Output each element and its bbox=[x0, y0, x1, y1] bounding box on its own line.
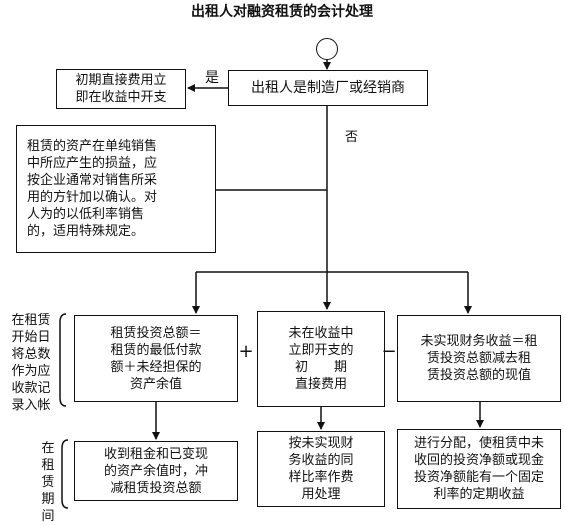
income-distribution-box: 进行分配，使租赁中未 收回的投资净额或现金 投资净额能有一个固定 利率的定期收益 bbox=[397, 429, 561, 509]
box-line: 务收益的同 bbox=[288, 453, 354, 468]
yes-label: 是 bbox=[205, 70, 219, 86]
minus-operator: − bbox=[381, 341, 397, 362]
investment-total-box: 租赁投资总额＝ 租赁的最低付款 额＋未经担保的 资产余值 bbox=[74, 315, 238, 402]
row-label-line: 在 bbox=[41, 441, 55, 456]
note-box: 租赁的资产在单纯销售 中所应产生的损益，应 按企业通常对销售所采 用的方针加以确… bbox=[16, 125, 216, 253]
row-label-line: 赁 bbox=[41, 475, 55, 490]
note-line: 人为的以低利率销售 bbox=[27, 207, 145, 222]
box-line: 资产余值 bbox=[129, 376, 182, 392]
box-line: 的资产余值时，冲 bbox=[103, 463, 208, 479]
box-line: 初 期 bbox=[294, 360, 347, 375]
box-line: 额＋未经担保的 bbox=[110, 359, 202, 375]
note-line: 用的方针加以确认。对 bbox=[27, 190, 158, 205]
note-line: 按企业通常对销售所采 bbox=[27, 173, 158, 188]
box-line: 直接费用 bbox=[294, 377, 347, 392]
bracket-start bbox=[59, 313, 67, 407]
box-line: 进行分配，使租赁中未 bbox=[413, 436, 544, 451]
row-label-line: 间 bbox=[41, 509, 55, 524]
plus-operator: + bbox=[238, 341, 254, 362]
box-line: 租赁投资总额＝ bbox=[110, 325, 202, 341]
box-line: 按未实现财 bbox=[288, 436, 354, 451]
no-label: 否 bbox=[345, 130, 359, 145]
row-label-period: 在 租 赁 期 间 bbox=[38, 440, 58, 525]
initial-cost-line: 初期直接费用立 bbox=[75, 73, 167, 88]
row-label-line: 期 bbox=[41, 492, 55, 507]
box-line: 利率的定期收益 bbox=[433, 487, 525, 502]
direct-cost-box: 未在收益中 立即开支的 初 期 直接费用 bbox=[257, 311, 385, 407]
bracket-period bbox=[61, 439, 69, 509]
box-line: 收回的投资净额或现金 bbox=[413, 453, 544, 468]
box-line: 赁投资总额减去租 bbox=[426, 351, 531, 366]
box-line: 未实现财务收益＝租 bbox=[420, 334, 538, 349]
initial-cost-box: 初期直接费用立 即在收益中开支 bbox=[56, 69, 186, 109]
row-label-line: 在租赁 bbox=[11, 313, 51, 328]
row-label-line: 开始日 bbox=[11, 330, 51, 345]
expense-allocation-box: 按未实现财 务收益的同 样比率作费 用处理 bbox=[257, 431, 385, 507]
note-line: 的，适用特殊规定。 bbox=[27, 224, 145, 239]
row-label-line: 将总数 bbox=[11, 347, 51, 362]
row-label-line: 作为应 bbox=[11, 364, 51, 379]
initial-cost-line: 即在收益中开支 bbox=[75, 90, 167, 105]
row-label-line: 录入帐 bbox=[11, 398, 51, 413]
box-line: 收到租金和已变现 bbox=[103, 446, 208, 462]
row-label-start: 在租赁 开始日 将总数 作为应 收款记 录入帐 bbox=[2, 312, 60, 414]
rent-received-box: 收到租金和已变现 的资产余值时，冲 减租赁投资总额 bbox=[74, 441, 238, 501]
decision-box: 出租人是制造厂或经销商 bbox=[228, 70, 428, 106]
diagram-title: 出租人对融资租赁的会计处理 bbox=[191, 4, 373, 20]
box-line: 投资净额能有一个固定 bbox=[413, 470, 544, 485]
row-label-line: 收款记 bbox=[11, 381, 51, 396]
note-line: 中所应产生的损益，应 bbox=[27, 156, 158, 171]
box-line: 用处理 bbox=[301, 487, 341, 502]
row-label-line: 租 bbox=[41, 458, 55, 473]
note-line: 租赁的资产在单纯销售 bbox=[27, 139, 158, 154]
box-line: 样比率作费 bbox=[288, 470, 354, 485]
box-line: 赁投资总额的现值 bbox=[426, 368, 531, 383]
box-line: 立即开支的 bbox=[288, 343, 354, 358]
start-node bbox=[316, 38, 338, 60]
unrealized-income-box: 未实现财务收益＝租 赁投资总额减去租 赁投资总额的现值 bbox=[397, 315, 561, 402]
box-line: 租赁的最低付款 bbox=[110, 342, 202, 358]
box-line: 未在收益中 bbox=[288, 326, 354, 341]
box-line: 减租赁投资总额 bbox=[110, 480, 202, 496]
